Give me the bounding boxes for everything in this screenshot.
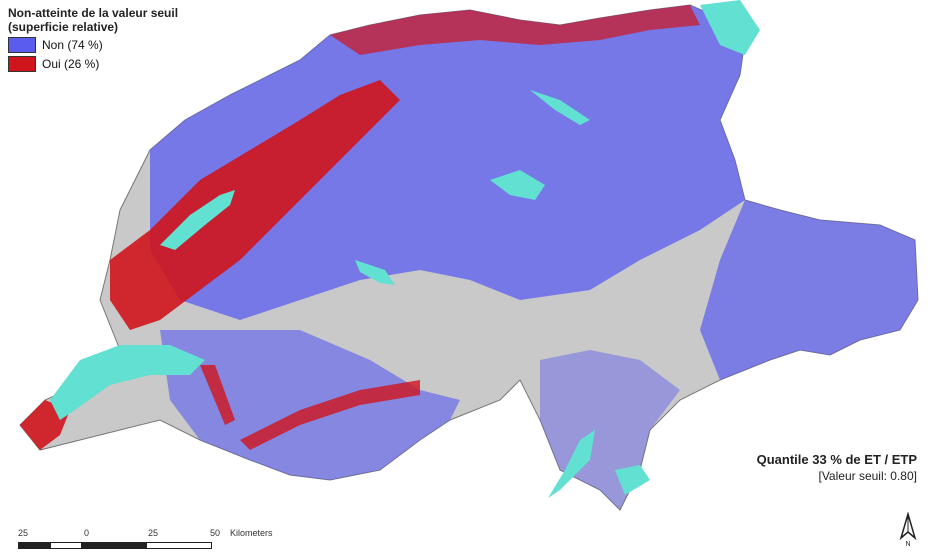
lake-neuchatel xyxy=(160,190,235,250)
map-annotation: Quantile 33 % de ET / ETP [Valeur seuil:… xyxy=(757,452,917,483)
legend-item-non: Non (74 %) xyxy=(8,37,178,53)
oui-region-north-border xyxy=(330,5,700,55)
scale-segment xyxy=(50,542,82,549)
svg-text:N: N xyxy=(905,541,910,548)
legend-swatch-oui xyxy=(8,56,36,72)
legend-label-oui: Oui (26 %) xyxy=(42,57,100,71)
scale-segment xyxy=(82,542,146,549)
scale-bar: 25 0 25 50 Kilometers xyxy=(18,528,278,549)
north-arrow-icon: N xyxy=(899,512,917,548)
annotation-title: Quantile 33 % de ET / ETP xyxy=(756,452,917,467)
scale-segment xyxy=(146,542,212,549)
oui-region-rhone xyxy=(200,365,235,425)
legend-item-oui: Oui (26 %) xyxy=(8,56,178,72)
legend-subtitle: (superficie relative) xyxy=(8,20,119,34)
lake-thun xyxy=(355,260,395,285)
lake-lugano xyxy=(615,465,650,495)
legend-label-non: Non (74 %) xyxy=(42,38,103,52)
scale-tick-label: 0 xyxy=(84,528,90,538)
non-region-southwest xyxy=(160,330,460,480)
scale-unit-label: Kilometers xyxy=(230,528,273,538)
annotation-subtitle: [Valeur seuil: 0.80] xyxy=(818,469,917,483)
lake-zurich xyxy=(530,90,590,125)
scale-tick-label: 25 xyxy=(18,528,29,538)
non-region-east xyxy=(700,200,918,380)
oui-region-jura-plateau xyxy=(110,80,400,330)
lake-lucerne xyxy=(490,170,545,200)
legend-swatch-non xyxy=(8,37,36,53)
lake-geneva xyxy=(50,345,205,420)
lake-constance xyxy=(700,0,760,55)
scale-labels: 25 0 25 50 Kilometers xyxy=(18,528,278,540)
scale-tick-label: 25 xyxy=(148,528,159,538)
scale-segment xyxy=(18,542,50,549)
oui-region-valais xyxy=(240,380,420,450)
legend-title: Non-atteinte de la valeur seuil xyxy=(8,6,179,20)
non-region-north xyxy=(150,5,745,320)
lake-maggiore xyxy=(548,430,595,498)
scale-tick-label: 50 xyxy=(210,528,221,538)
legend: Non-atteinte de la valeur seuil (superfi… xyxy=(8,6,178,72)
